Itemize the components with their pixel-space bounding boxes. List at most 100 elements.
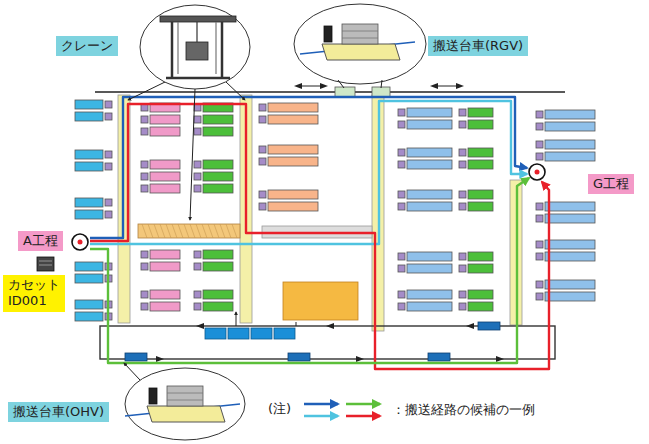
load-port (459, 303, 466, 310)
load-port (459, 161, 466, 168)
equipment-unit (203, 127, 233, 136)
equipment-unit (407, 202, 452, 211)
crane-hatch (202, 224, 207, 238)
callout-bubble (294, 4, 426, 84)
ohv-car (288, 353, 310, 361)
load-port (536, 215, 543, 222)
cassette-label: カセット ID001 (3, 275, 65, 312)
load-port (398, 203, 405, 210)
transport-route (90, 101, 527, 244)
equipment-unit (468, 148, 493, 157)
crane-rail (138, 224, 240, 238)
equipment-unit (75, 112, 103, 121)
cassette-slot (39, 265, 52, 266)
equipment-unit (407, 290, 452, 299)
equipment-unit (75, 150, 103, 159)
crane-leg (221, 22, 224, 78)
load-port (194, 263, 201, 270)
equipment-unit (407, 160, 452, 169)
crane-base (166, 77, 230, 80)
equipment-unit (75, 300, 103, 309)
equipment-unit (203, 172, 233, 181)
load-port (536, 253, 543, 260)
equipment-unit (468, 202, 493, 211)
equipment-unit (468, 302, 493, 311)
location-circle (529, 164, 545, 180)
crane-hoist (186, 42, 208, 60)
legend-arrow (304, 403, 338, 406)
car-body (147, 406, 225, 422)
load-port (141, 291, 148, 298)
load-port (141, 161, 148, 168)
ohv-car (478, 322, 500, 330)
load-port (459, 191, 466, 198)
load-port (398, 161, 405, 168)
load-port (259, 203, 266, 210)
node-text: 搬送台車(OHV) (13, 404, 104, 420)
equipment-unit (468, 108, 493, 117)
crane-hatch (184, 224, 189, 238)
shuttle-arrow (300, 86, 322, 87)
direction-arrow (320, 83, 328, 89)
load-port (105, 101, 112, 108)
load-port (105, 113, 112, 120)
load-port (459, 253, 466, 260)
node-text: G工程 (593, 176, 629, 192)
node-text: クレーン (61, 38, 113, 54)
load-port (141, 185, 148, 192)
load-port (398, 303, 405, 310)
equipment-unit (468, 190, 493, 199)
stack-line (167, 393, 203, 394)
load-port (536, 241, 543, 248)
load-port (194, 128, 201, 135)
leader-line (381, 80, 382, 88)
node-text: A工程 (23, 233, 58, 249)
equipment-unit (150, 115, 180, 124)
rgv-rail (95, 91, 565, 92)
equipment-unit (268, 115, 318, 124)
equipment-unit (268, 202, 318, 211)
equipment-unit (545, 252, 595, 261)
stack-line (167, 400, 203, 401)
load-port (141, 263, 148, 270)
note-label: (注) (268, 401, 291, 417)
equipment-unit (150, 127, 180, 136)
equipment-unit (203, 184, 233, 193)
equipment-unit (203, 250, 233, 259)
load-port (398, 191, 405, 198)
direction-arrow (356, 356, 364, 362)
load-port (536, 123, 543, 130)
load-port (398, 265, 405, 272)
load-port (141, 251, 148, 258)
load-port (259, 191, 266, 198)
cassette-stack (342, 24, 378, 44)
load-port (259, 116, 266, 123)
stack-line (342, 38, 378, 39)
load-port (105, 211, 112, 218)
crane-hatch (166, 224, 171, 238)
callout-bubble (140, 5, 250, 89)
equipment-unit (407, 264, 452, 273)
equipment-unit (203, 160, 233, 169)
crane-hatch (208, 224, 213, 238)
stocker (251, 328, 272, 339)
location-dot (535, 170, 540, 175)
crane-hatch (232, 224, 237, 238)
load-port (398, 149, 405, 156)
process-label: G工程 (588, 174, 634, 194)
transport-route (90, 97, 527, 238)
equipment-unit (468, 160, 493, 169)
equipment-unit (268, 103, 318, 112)
equipment-unit (75, 100, 103, 109)
load-port (536, 293, 543, 300)
location-circle (72, 234, 88, 250)
equipment-unit (75, 162, 103, 171)
load-port (141, 116, 148, 123)
load-port (536, 153, 543, 160)
legend-arrow (346, 415, 380, 418)
crane-hatch (190, 224, 195, 238)
load-port (194, 303, 201, 310)
legend-sample (300, 397, 388, 423)
load-port (194, 116, 201, 123)
